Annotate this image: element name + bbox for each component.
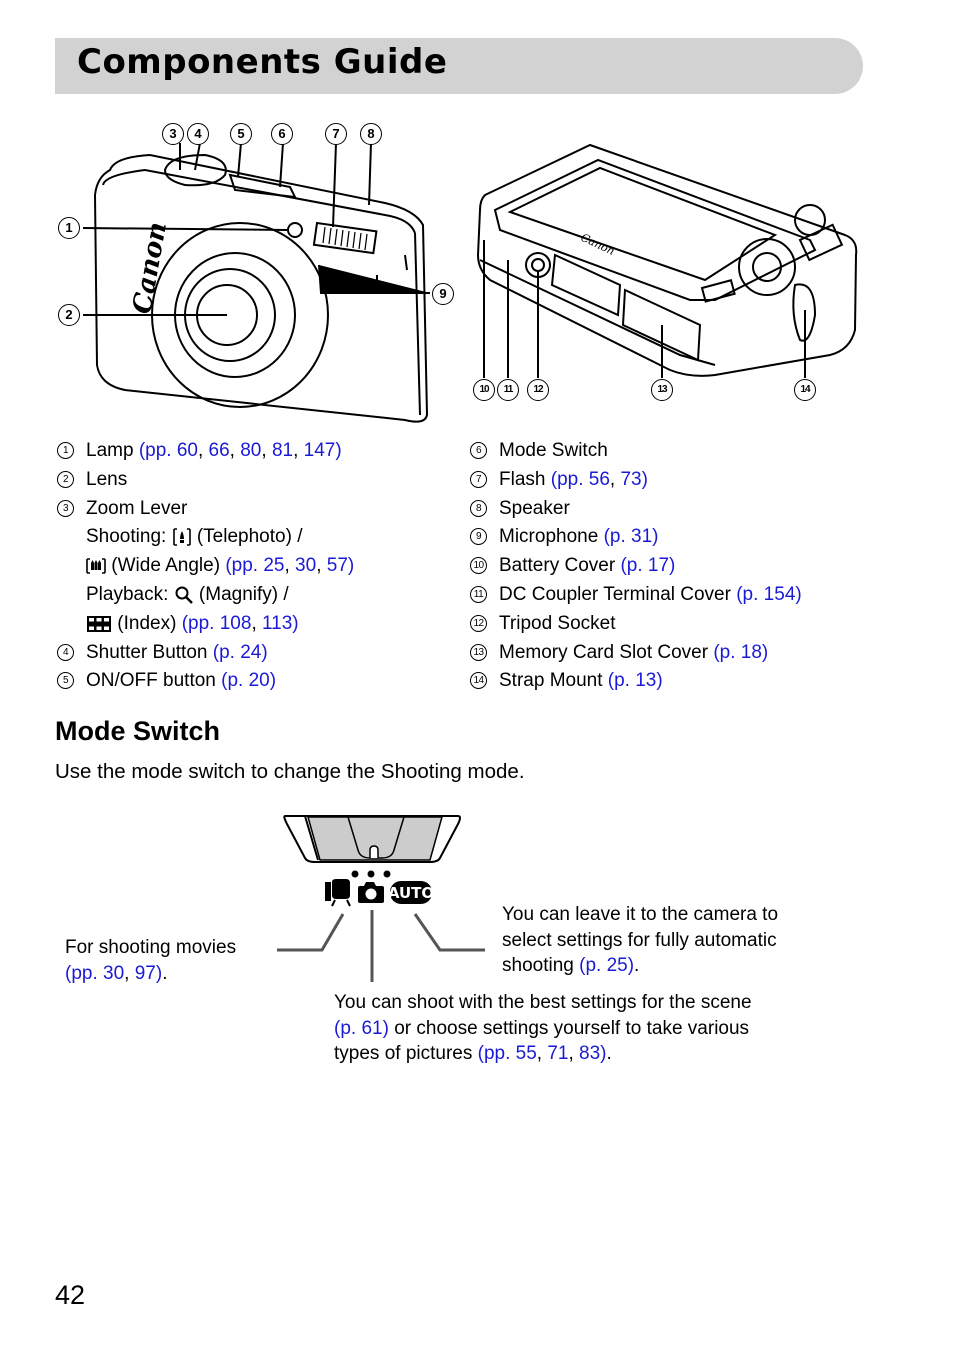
- canon-logo: Canon: [127, 220, 173, 317]
- list-subitem-shooting-telephoto: Shooting: (Telephoto) /: [86, 526, 303, 548]
- section-intro: Use the mode switch to change the Shooti…: [55, 760, 525, 783]
- item-number: 7: [470, 470, 487, 488]
- page-ref-link[interactable]: (pp. 25: [225, 555, 285, 577]
- canon-logo-back: Canon: [579, 231, 617, 258]
- page-ref-link[interactable]: 71: [547, 1043, 569, 1064]
- callout-12: 12: [527, 379, 549, 401]
- scene-note: You can shoot with the best settings for…: [334, 992, 752, 1064]
- page-ref-link[interactable]: (p. 61): [334, 1017, 389, 1039]
- back-camera-illustration: Canon: [476, 143, 858, 378]
- list-subitem-playback-magnify: Playback: (Magnify) /: [86, 583, 289, 605]
- movies-note: For shooting movies (pp. 30, 97).: [65, 937, 237, 984]
- item-number: 8: [470, 499, 487, 517]
- item-number: 14: [470, 672, 487, 690]
- page-ref-link[interactable]: (pp. 56: [550, 468, 610, 490]
- front-camera-illustration: Canon: [82, 142, 430, 423]
- telephoto-icon: [172, 528, 191, 547]
- page-title: Components Guide: [77, 42, 448, 82]
- item-number: 4: [57, 643, 74, 661]
- item-number: 13: [470, 643, 487, 661]
- item-number: 10: [470, 557, 487, 575]
- callout-5: 5: [230, 123, 252, 145]
- item-number: 12: [470, 614, 487, 632]
- page-ref-link[interactable]: (p. 18): [713, 641, 769, 663]
- page-ref-link[interactable]: 81: [271, 440, 294, 461]
- page-ref-link[interactable]: 97): [134, 962, 163, 984]
- components-list-left: 1 Lamp (pp. 60, 66, 80, 81, 147) 2 Lens …: [55, 437, 354, 696]
- list-item-lamp: 1 Lamp (pp. 60, 66, 80, 81, 147): [55, 437, 354, 466]
- page-ref-link[interactable]: (p. 13): [607, 670, 663, 692]
- callout-10: 10: [473, 379, 495, 401]
- item-number: 5: [57, 672, 74, 690]
- page-number: 42: [55, 1280, 86, 1310]
- title-bar: Components Guide: [55, 38, 863, 94]
- callout-11: 11: [497, 379, 519, 401]
- item-number: 6: [470, 442, 487, 459]
- page-ref-link[interactable]: (p. 154): [736, 583, 802, 605]
- auto-mode-label: AUTO: [388, 884, 434, 902]
- callout-13: 13: [651, 379, 673, 401]
- page-ref-link[interactable]: (pp. 55: [477, 1043, 537, 1064]
- list-subitem-wide-angle: (Wide Angle) (pp. 25, 30, 57): [55, 552, 354, 581]
- list-item-shutter-button: 4 Shutter Button (p. 24): [55, 639, 354, 668]
- callout-2: 2: [58, 304, 80, 326]
- list-item-on-off-button: 5 ON/OFF button (p. 20): [55, 667, 354, 696]
- list-item-zoom-lever: 3 Zoom Lever: [55, 495, 354, 524]
- page-ref-link[interactable]: (p. 31): [603, 526, 659, 548]
- page-ref-link[interactable]: 147): [303, 440, 342, 461]
- callout-6: 6: [271, 123, 293, 145]
- page-ref-link[interactable]: 113): [262, 612, 299, 634]
- page-ref-link[interactable]: (pp. 108: [181, 612, 252, 634]
- mode-switch-illustration: AUTO: [277, 815, 485, 982]
- item-number: 2: [57, 470, 74, 488]
- page-ref-link[interactable]: 30: [295, 555, 317, 577]
- page-ref-link[interactable]: (p. 17): [620, 555, 676, 577]
- page-ref-link[interactable]: (p. 20): [221, 670, 277, 692]
- page-ref-link[interactable]: 80: [240, 440, 262, 461]
- callout-7: 7: [325, 123, 347, 145]
- item-number: 1: [57, 442, 74, 459]
- page-ref-link[interactable]: (p. 24): [212, 641, 268, 663]
- wide-angle-icon: [86, 558, 106, 574]
- page-ref-link[interactable]: (pp. 60: [138, 440, 198, 461]
- list-item-lens: 2 Lens: [55, 466, 354, 495]
- callout-1: 1: [58, 217, 80, 239]
- item-number: 11: [470, 585, 487, 603]
- item-number: 3: [57, 499, 74, 517]
- page-ref-link[interactable]: (p. 25): [579, 955, 635, 976]
- page-ref-link[interactable]: 73): [620, 468, 648, 490]
- callout-8: 8: [360, 123, 382, 145]
- page-ref-link[interactable]: 83): [579, 1043, 607, 1064]
- callout-9: 9: [432, 283, 454, 305]
- callout-14: 14: [794, 379, 816, 401]
- callout-4: 4: [187, 123, 209, 145]
- item-number: 9: [470, 528, 487, 546]
- page-ref-link[interactable]: 66: [208, 440, 230, 461]
- page-ref-link[interactable]: 57): [326, 555, 355, 577]
- callout-3: 3: [162, 123, 184, 145]
- auto-note: You can leave it to the camera to select…: [502, 904, 779, 976]
- list-subitem-index: (Index) (pp. 108, 113): [55, 610, 354, 639]
- section-heading: Mode Switch: [55, 716, 221, 746]
- magnify-icon: [175, 586, 193, 604]
- index-icon: [87, 615, 111, 632]
- page-ref-link[interactable]: (pp. 30: [65, 962, 125, 984]
